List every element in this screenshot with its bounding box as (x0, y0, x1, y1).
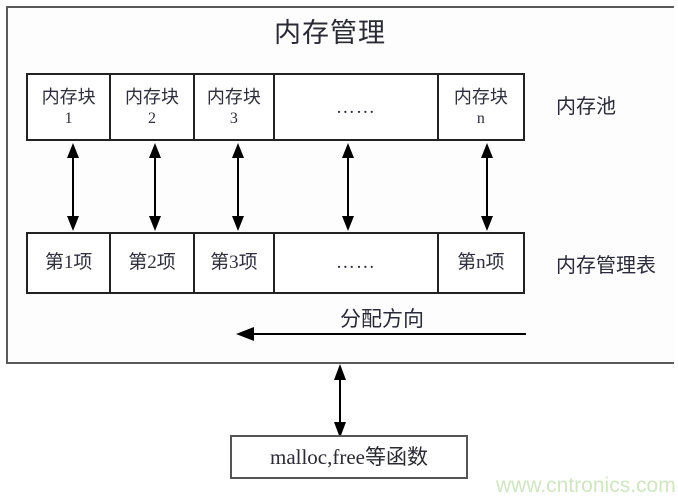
memory-table-cell-n: 第n项 (439, 234, 523, 292)
pool-table-connector-arrow-5 (481, 143, 493, 231)
memory-table-cell-2: 第2项 (111, 234, 195, 292)
memory-pool-cell-1: 内存块 1 (28, 75, 112, 139)
frame-functions-connector-arrow (334, 364, 346, 438)
memory-management-frame (6, 6, 674, 364)
memory-pool-cell-n-line2: n (476, 109, 485, 127)
memory-pool-label: 内存池 (556, 96, 616, 118)
memory-pool-cell-n-line1: 内存块 (453, 86, 508, 107)
memory-table-cell-1-text: 第1项 (44, 252, 93, 273)
memory-pool-cell-ellipsis: …… (275, 75, 439, 139)
memory-table-label: 内存管理表 (556, 255, 656, 277)
memory-pool-cell-3-line1: 内存块 (206, 86, 261, 107)
memory-table-cell-n-text: 第n项 (457, 252, 505, 273)
memory-pool-cell-1-line1: 内存块 (41, 86, 96, 107)
functions-box: malloc,free等函数 (230, 435, 468, 479)
pool-table-connector-arrow-1 (67, 143, 79, 231)
memory-pool-ellipsis-text: …… (335, 96, 376, 118)
allocation-direction-label: 分配方向 (340, 307, 424, 331)
memory-table-row: 第1项 第2项 第3项 …… 第n项 (26, 232, 525, 294)
memory-pool-cell-1-line2: 1 (64, 109, 73, 127)
functions-box-label: malloc,free等函数 (269, 445, 429, 469)
allocation-direction-arrow (236, 327, 526, 341)
watermark: www.cntronics.com (496, 474, 676, 497)
pool-table-connector-arrow-4 (342, 143, 354, 231)
pool-table-connector-arrow-3 (232, 143, 244, 231)
memory-table-cell-3-text: 第3项 (210, 252, 258, 273)
memory-table-cell-3: 第3项 (195, 234, 276, 292)
memory-table-ellipsis-text: …… (335, 252, 376, 273)
memory-pool-cell-3-line2: 3 (229, 109, 238, 127)
memory-table-cell-2-text: 第2项 (128, 252, 176, 273)
memory-pool-cell-3: 内存块 3 (195, 75, 276, 139)
memory-table-cell-ellipsis: …… (275, 234, 439, 292)
pool-table-connector-arrow-2 (149, 143, 161, 231)
memory-pool-cell-2-line2: 2 (147, 109, 156, 127)
memory-pool-cell-2-line1: 内存块 (124, 86, 179, 107)
page-title: 内存管理 (274, 18, 386, 48)
memory-pool-row: 内存块 1 内存块 2 内存块 3 …… 内存块 n (26, 73, 525, 141)
memory-table-cell-1: 第1项 (28, 234, 112, 292)
memory-pool-cell-2: 内存块 2 (111, 75, 195, 139)
memory-pool-cell-n: 内存块 n (439, 75, 523, 139)
